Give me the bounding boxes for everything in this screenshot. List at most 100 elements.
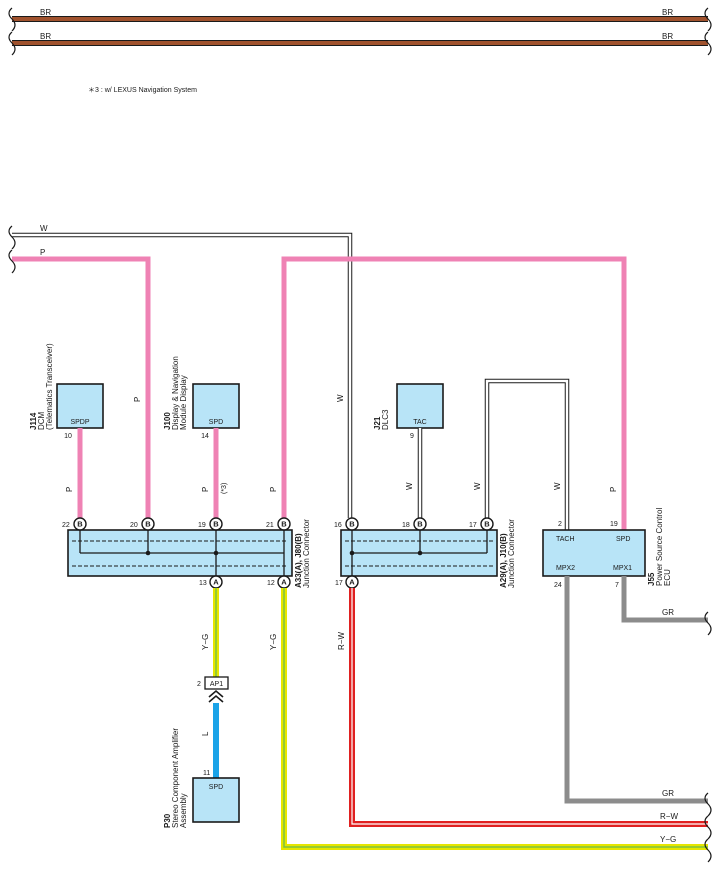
wire-break-p xyxy=(8,249,16,274)
junction-connector-a: A33(A), J80(B) Junction Connector xyxy=(67,519,311,588)
gr-wires: GR GR xyxy=(564,576,708,804)
pin-letter: A xyxy=(281,578,287,587)
r-w-label-right: R−W xyxy=(660,812,678,821)
w-wire-tach: W W xyxy=(473,378,570,530)
y-g-label-vertical-12: Y−G xyxy=(269,634,278,650)
pin-number: 20 xyxy=(130,522,138,529)
p-wire-ecu: P P xyxy=(269,256,627,530)
junction-a-code: A33(A), J80(B) xyxy=(294,533,303,588)
pin-letter: B xyxy=(77,520,83,529)
pin-number: 21 xyxy=(266,522,274,529)
ap1-code: AP1 xyxy=(210,681,223,688)
junction-a-top-pins: B 22 B 20 B 19 B 21 xyxy=(62,517,291,531)
r-w-label-vertical: R−W xyxy=(337,632,346,650)
wire-break-w xyxy=(8,225,16,250)
pin-number: 22 xyxy=(62,522,70,529)
ap1-arrow-icon xyxy=(208,689,224,703)
p-label-ecu: P xyxy=(609,487,618,492)
connector-ap1: AP1 2 xyxy=(197,676,229,703)
r-w-wire: R−W R−W xyxy=(337,588,708,827)
wire-break-rw xyxy=(704,815,712,840)
wire-break-gr-2 xyxy=(704,792,712,817)
pin-letter: B xyxy=(145,520,151,529)
j100-box xyxy=(192,383,240,429)
y-g-label-right: Y−G xyxy=(660,835,676,844)
pin-letter: B xyxy=(417,520,423,529)
gr-label-mpx1: GR xyxy=(662,608,674,617)
wire-break-right-1 xyxy=(704,7,712,32)
pin-number: 13 xyxy=(199,580,207,587)
pin-circle xyxy=(73,517,87,531)
p-label-19: P xyxy=(201,487,210,492)
j100-pin: 14 xyxy=(201,433,209,440)
p30-sub: Assembly xyxy=(179,793,188,828)
j55-terminal-tach: TACH xyxy=(556,536,575,543)
j114-terminal: SPDP xyxy=(70,419,89,426)
j100-sub: Module Display xyxy=(179,375,188,430)
w-label-vertical-16: W xyxy=(336,394,345,402)
footnote-star3: ＊3 : w/ LEXUS Navigation System xyxy=(88,87,197,94)
w-label-tach: W xyxy=(553,482,562,490)
junction-b-code: A29(A), J10(B) xyxy=(499,533,508,588)
pin-letter: A xyxy=(213,578,219,587)
wire-break-yg xyxy=(704,838,712,863)
p-label-20: P xyxy=(133,397,142,402)
p-label-top: P xyxy=(40,248,45,257)
pin-letter: A xyxy=(349,578,355,587)
br-label-2-left: BR xyxy=(40,32,51,41)
br-wires: BR BR BR BR xyxy=(8,7,712,56)
j55-code: J55 xyxy=(647,572,656,586)
wire-break-gr-1 xyxy=(704,611,712,636)
p-label-21: P xyxy=(269,487,278,492)
junction-a-name: Junction Connector xyxy=(302,519,311,588)
y-g-wire-ap1: Y−G xyxy=(201,588,219,677)
w-label-18: W xyxy=(405,482,414,490)
j21-name: DLC3 xyxy=(381,409,390,430)
component-j100: SPD 14 P (*3) J100 Display & Navigation … xyxy=(163,356,240,518)
wire-break-left-2 xyxy=(8,31,16,56)
pin-letter: B xyxy=(484,520,490,529)
component-p30: 11 SPD P30 Stereo Component Amplifier As… xyxy=(163,728,240,828)
j21-code: J21 xyxy=(373,416,382,430)
j21-pin: 9 xyxy=(410,433,414,440)
ap1-pin: 2 xyxy=(197,681,201,688)
component-j55: TACH SPD MPX2 MPX1 2 19 24 7 J55 Power S… xyxy=(542,508,672,589)
p30-terminal: SPD xyxy=(209,784,223,791)
j55-pin-mpx1: 7 xyxy=(615,582,619,589)
pin-number: 17 xyxy=(469,522,477,529)
junction-connector-b: A29(A), J10(B) Junction Connector xyxy=(340,519,516,588)
ap1-box xyxy=(204,676,229,690)
j114-pin: 10 xyxy=(64,433,72,440)
j114-sub: (Telematics Transceiver) xyxy=(45,343,54,430)
j100-code: J100 xyxy=(163,412,172,430)
p30-box xyxy=(192,777,240,823)
br-label-1-right: BR xyxy=(662,8,673,17)
star3-label: (*3) xyxy=(221,483,228,494)
wire-break-right-2 xyxy=(704,31,712,56)
component-j21: TAC 9 W J21 DLC3 xyxy=(373,383,444,518)
j21-terminal: TAC xyxy=(413,419,426,426)
j55-name: Power Source Control xyxy=(655,508,664,586)
j114-name: DCM xyxy=(37,411,46,430)
junction-b-top-pins: B 16 B 18 B 17 xyxy=(334,517,494,531)
junction-b-name: Junction Connector xyxy=(507,519,516,588)
p30-code: P30 xyxy=(163,813,172,828)
j55-pin-mpx2: 24 xyxy=(554,582,562,589)
pin-letter: B xyxy=(349,520,355,529)
j55-pin-spd: 19 xyxy=(610,521,618,528)
y-g-label-vertical-13: Y−G xyxy=(201,634,210,650)
pin-number: 16 xyxy=(334,522,342,529)
p-label-22: P xyxy=(65,487,74,492)
j55-pin-tach: 2 xyxy=(558,521,562,528)
pin-number: 17 xyxy=(335,580,343,587)
l-wire: L xyxy=(201,703,219,778)
p30-pin: 11 xyxy=(203,770,210,777)
j55-terminal-spd: SPD xyxy=(616,536,630,543)
j114-box xyxy=(56,383,104,429)
p-wire-left: P P xyxy=(12,248,151,518)
j55-sub: ECU xyxy=(663,569,672,586)
pin-circle xyxy=(277,517,291,531)
pin-circle xyxy=(209,517,223,531)
gr-label-mpx2: GR xyxy=(662,789,674,798)
